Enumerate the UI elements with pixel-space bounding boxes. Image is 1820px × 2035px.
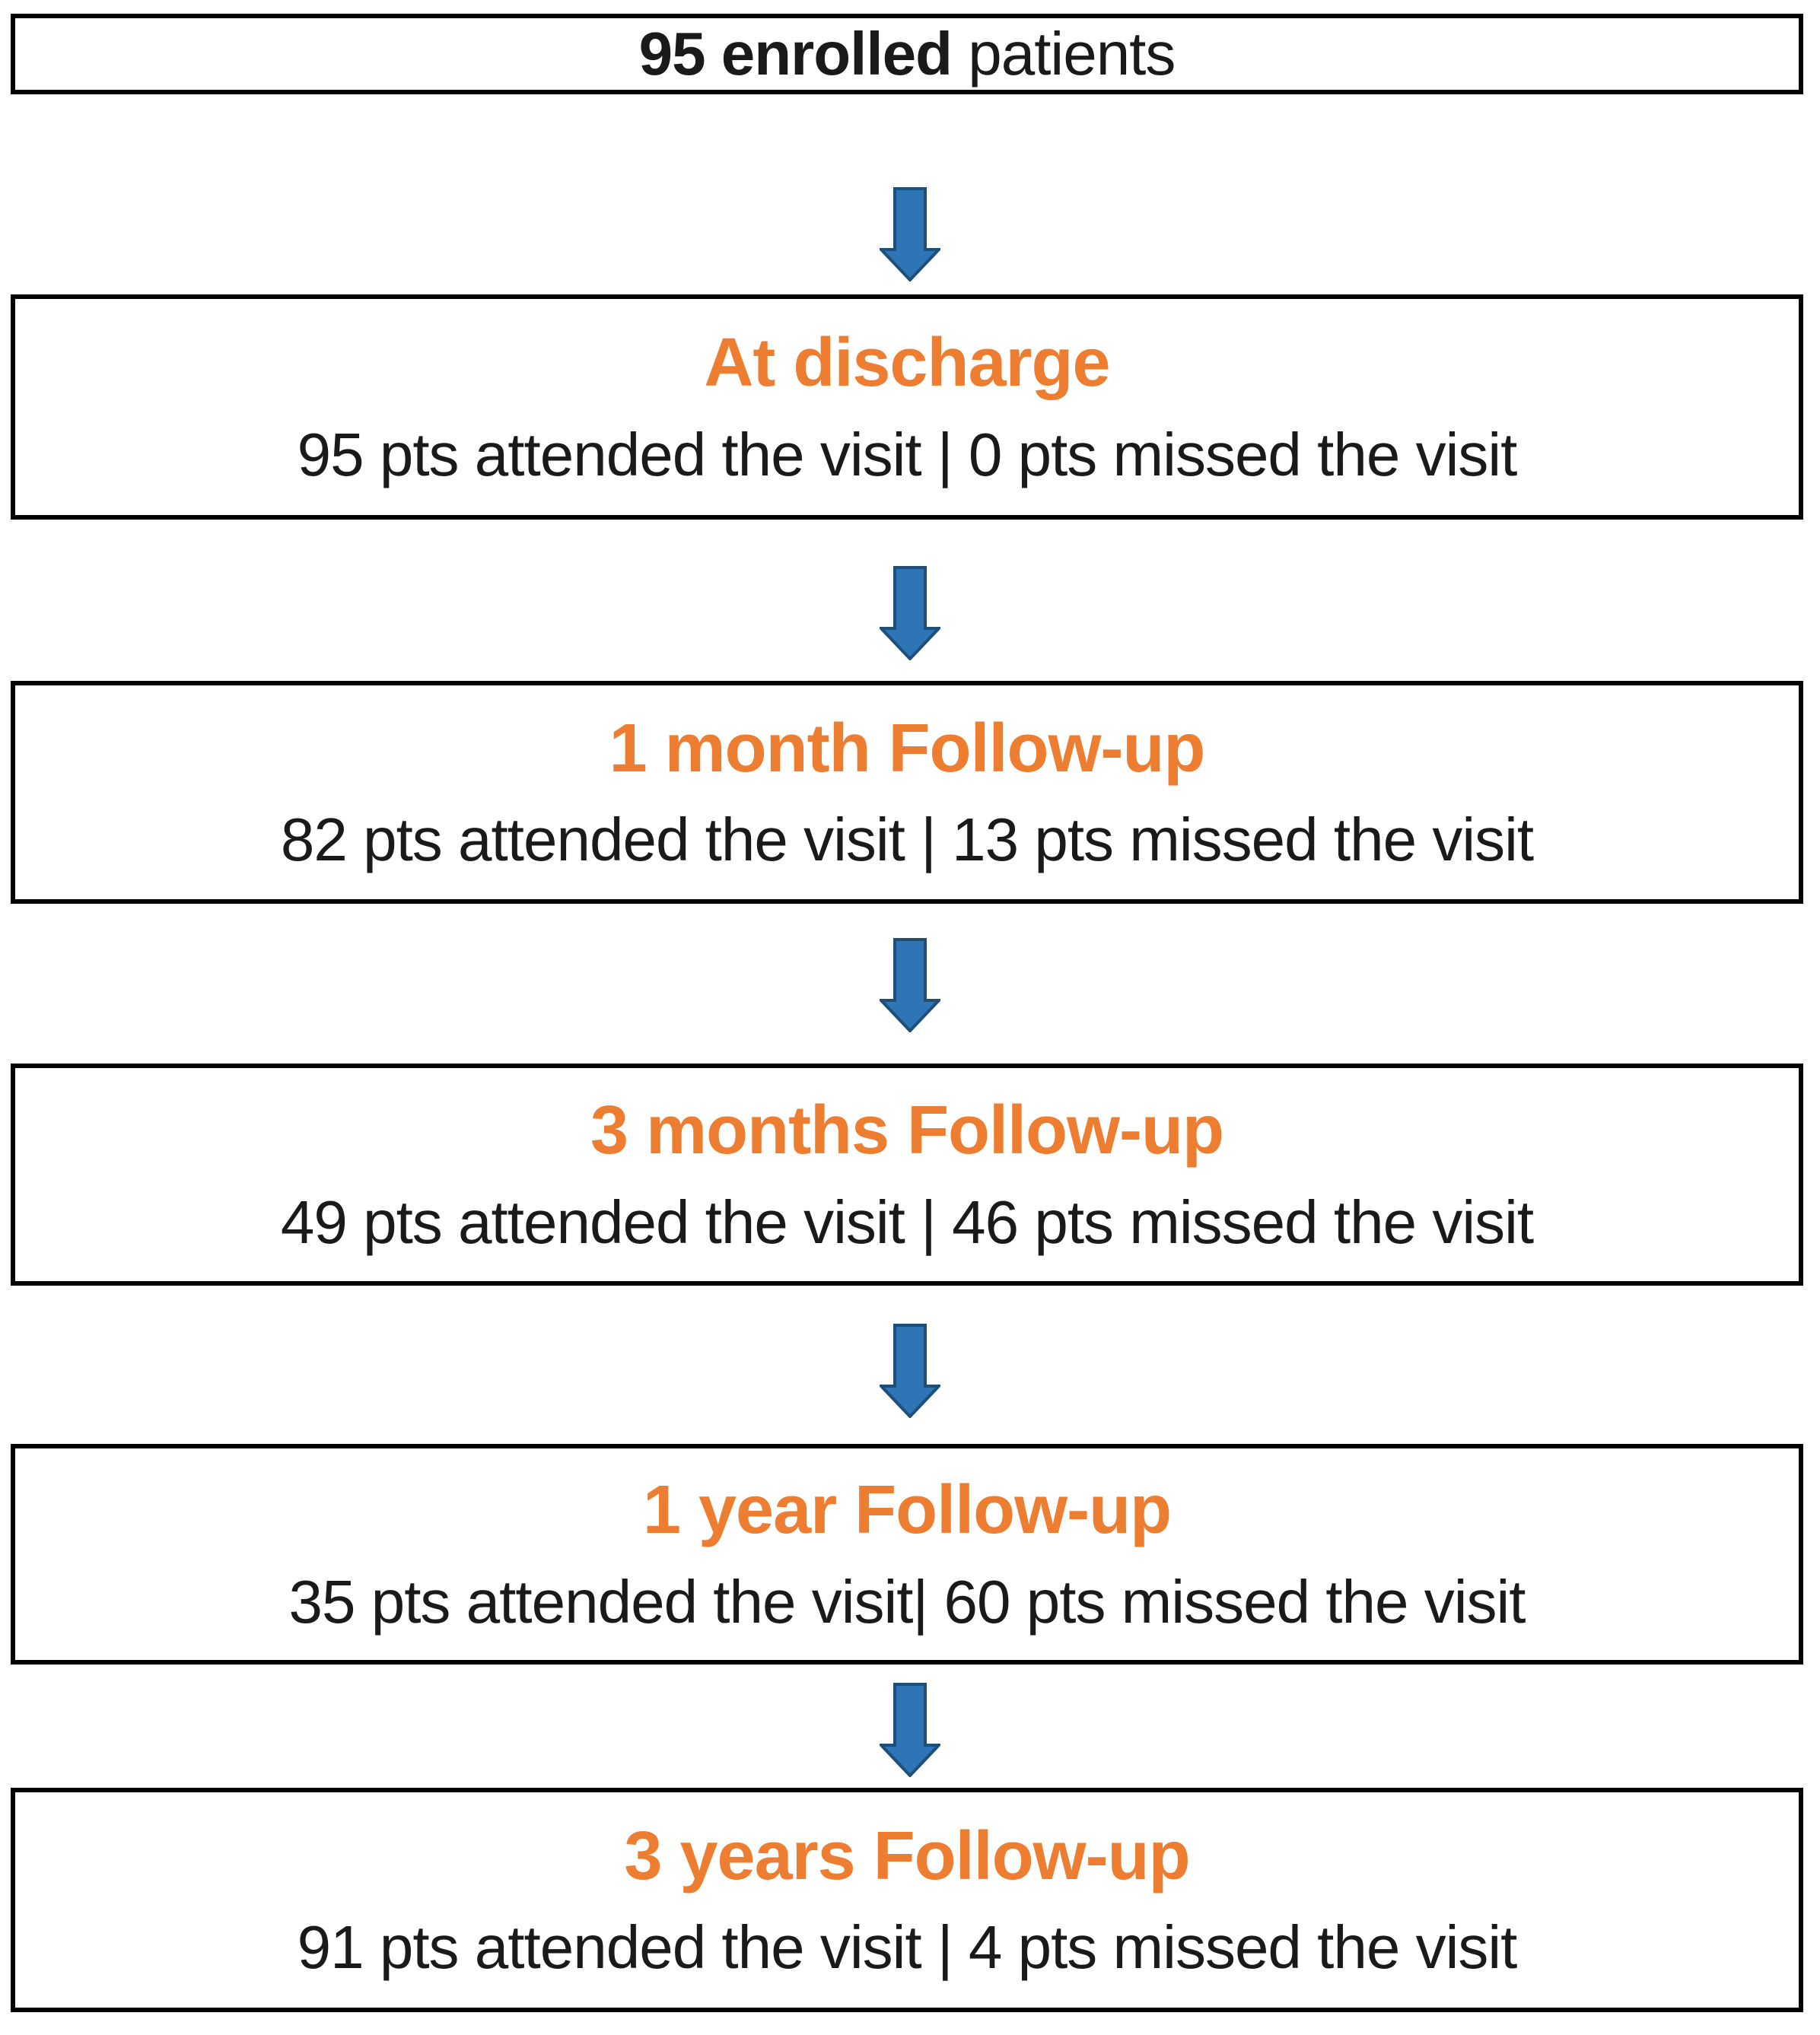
stage-stats: 82 pts attended the visit | 13 pts misse…: [280, 806, 1534, 874]
stage-title: 3 years Follow-up: [624, 1817, 1190, 1894]
down-arrow-icon: [880, 938, 940, 1032]
enrolled-regular-text: patients: [951, 20, 1176, 87]
stage-box-3-months: 3 months Follow-up 49 pts attended the v…: [11, 1064, 1803, 1286]
stage-title: At discharge: [704, 325, 1110, 402]
enrolled-count-bold-text: 95 enrolled: [638, 20, 953, 87]
stage-title: 1 month Follow-up: [609, 710, 1206, 787]
stage-stats: 49 pts attended the visit | 46 pts misse…: [280, 1188, 1534, 1256]
enrolled-patients-label: 95 enrolled patients: [639, 21, 1176, 87]
down-arrow-icon: [880, 187, 940, 281]
stage-stats: 91 pts attended the visit | 4 pts missed…: [297, 1913, 1518, 1982]
down-arrow-icon: [880, 566, 940, 660]
down-arrow-icon: [880, 1683, 940, 1777]
stage-box-discharge: At discharge 95 pts attended the visit |…: [11, 294, 1803, 520]
enrolled-patients-box: 95 enrolled patients: [11, 14, 1803, 94]
stage-stats: 35 pts attended the visit| 60 pts missed…: [288, 1567, 1526, 1636]
stage-stats: 95 pts attended the visit | 0 pts missed…: [297, 420, 1518, 488]
stage-box-3-years: 3 years Follow-up 91 pts attended the vi…: [11, 1788, 1803, 2012]
stage-box-1-month: 1 month Follow-up 82 pts attended the vi…: [11, 681, 1803, 904]
stage-title: 3 months Follow-up: [590, 1092, 1224, 1169]
down-arrow-icon: [880, 1324, 940, 1418]
stage-box-1-year: 1 year Follow-up 35 pts attended the vis…: [11, 1444, 1803, 1665]
stage-title: 1 year Follow-up: [642, 1472, 1172, 1549]
